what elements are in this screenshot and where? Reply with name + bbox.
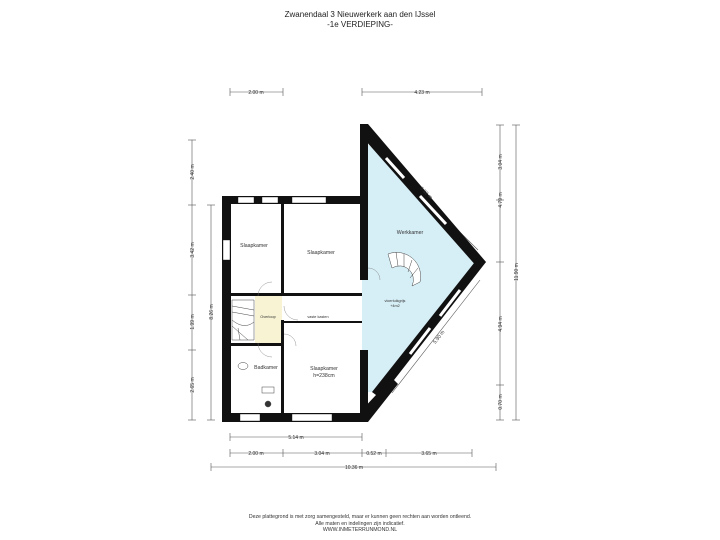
dim-left-1: 2.40 m <box>190 164 196 179</box>
dim-right-1: 3.04 m <box>498 154 504 169</box>
dimension-lines <box>188 88 520 471</box>
room-label-slaapkamer-1: Slaapkamer <box>240 243 268 249</box>
room-label-overloop: Overloop <box>260 315 275 319</box>
dim-right-4: 0.70 m <box>498 394 504 409</box>
dim-left-2: 3.42 m <box>190 242 196 257</box>
dim-left-4: 2.65 m <box>190 377 196 392</box>
room-label-slaapkamer-2: Slaapkamer <box>307 250 335 256</box>
overloop-fill <box>255 296 282 343</box>
label-vide-1: vloerluikgrijs <box>385 299 406 303</box>
label-vaste-kasten: vaste kasten <box>307 315 328 319</box>
footer-indicative: Alle maten en indelingen zijn indicatief… <box>315 520 405 527</box>
werkkamer-windows <box>384 156 462 355</box>
footer-website: WWW.INMETERRUNMOND.NL <box>322 527 398 533</box>
room-label-slaapkamer-3: Slaapkamer <box>310 366 338 372</box>
floor-title: -1e VERDIEPING- <box>327 20 393 29</box>
dim-bottom-2: 3.04 m <box>314 451 329 457</box>
dim-right-3: 4.94 m <box>498 316 504 331</box>
dim-top-right: 4.23 m <box>414 90 429 96</box>
dim-diagonal-bottom: 5.90 m <box>432 330 446 346</box>
room-height-slaapkamer-3: h=238cm <box>313 373 335 379</box>
dim-left-total: 8.26 m <box>209 304 215 319</box>
bathroom-fixtures <box>237 362 275 408</box>
dim-left-3: 1.99 m <box>190 314 196 329</box>
stairs-werkkamer <box>387 251 421 287</box>
label-vide-2: +4m2 <box>390 304 400 308</box>
dim-right-2: 4.79 m <box>498 192 504 207</box>
dim-bottom-total: 10.36 m <box>345 465 363 471</box>
dim-bottom-3: 0.52 m <box>366 451 381 457</box>
dim-top-left: 2.00 m <box>248 90 263 96</box>
werkkamer-fill <box>362 138 482 392</box>
doors <box>257 267 381 358</box>
windows <box>222 196 333 422</box>
dim-bottom-inner: 5.14 m <box>288 435 303 441</box>
plan-title: Zwanendaal 3 Nieuwerkerk aan den IJssel <box>284 10 436 19</box>
footer-disclaimer: Deze plattegrond is met zorg samengestel… <box>248 514 472 520</box>
room-label-badkamer: Badkamer <box>254 365 278 371</box>
stairs-left <box>231 299 255 341</box>
dim-bottom-1: 2.00 m <box>248 451 263 457</box>
room-label-werkkamer: Werkkamer <box>397 230 424 236</box>
dim-right-total: 11.90 m <box>514 263 520 281</box>
dim-bottom-4: 3.65 m <box>421 451 436 457</box>
